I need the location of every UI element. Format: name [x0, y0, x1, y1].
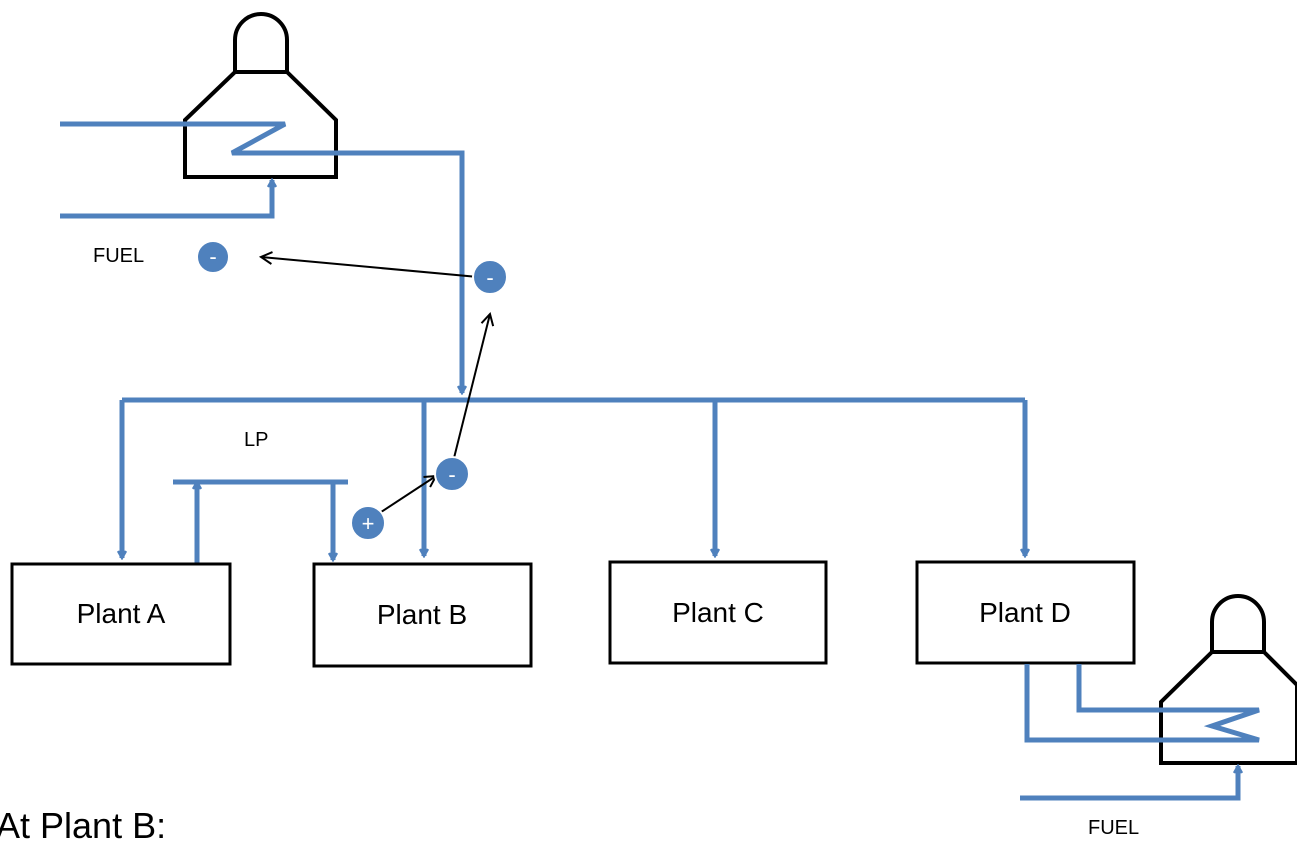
svg-text:-: - [209, 244, 216, 269]
boiler-icon [183, 12, 338, 179]
boiler-feed-pipes [60, 121, 462, 393]
steam-header [122, 397, 1025, 558]
plant-b-control-sign: - [434, 456, 470, 492]
plant-d-boiler-pipes [1020, 664, 1260, 801]
svg-text:-: - [486, 265, 493, 290]
boiler-icon [1159, 594, 1297, 765]
control-signals [261, 257, 490, 519]
lp-line [173, 479, 348, 566]
header-pressure-sign: - [472, 259, 508, 295]
plant-b: Plant B [312, 562, 533, 668]
plant-d: Plant D [915, 560, 1136, 665]
lp-input-sign: + [350, 505, 386, 541]
caption: At Plant B: [0, 805, 166, 842]
plant-d-label: Plant D [979, 597, 1071, 628]
plant-a: Plant A [10, 562, 232, 666]
fuel-top-label: FUEL [93, 245, 144, 267]
fuel-control-sign: - [196, 240, 230, 274]
lp-label: LP [244, 429, 268, 451]
plant-b-label: Plant B [377, 599, 467, 630]
svg-text:+: + [362, 511, 375, 536]
plant-c-label: Plant C [672, 597, 764, 628]
fuel-bottom-label: FUEL [1088, 817, 1139, 839]
plant-a-label: Plant A [77, 598, 166, 629]
plant-c: Plant C [608, 560, 828, 665]
svg-text:-: - [448, 462, 455, 487]
